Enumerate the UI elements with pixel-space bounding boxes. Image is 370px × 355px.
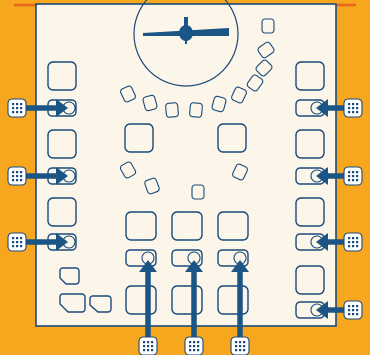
arrow-right <box>26 233 68 251</box>
grid-seat <box>125 211 157 241</box>
arrow-up <box>231 260 249 340</box>
arrow-up <box>139 260 157 340</box>
right-seat <box>295 265 325 295</box>
grid-seat-lower <box>125 285 157 315</box>
seat-ring <box>119 18 275 200</box>
grid-seat-lower <box>217 285 249 315</box>
left-seat <box>47 129 77 159</box>
ring-seat <box>211 95 227 113</box>
ring-seat <box>165 102 179 118</box>
ring-seat <box>191 184 205 200</box>
keypad-icon <box>230 336 250 355</box>
bottom-left-seats <box>59 267 112 313</box>
left-seat-column <box>47 61 77 251</box>
arrow-left <box>316 233 344 251</box>
keypad-icon <box>343 232 363 252</box>
keypad-icon <box>7 166 27 186</box>
arrow-right <box>26 167 68 185</box>
right-seat <box>295 129 325 159</box>
ring-seat <box>261 18 275 34</box>
arrow-left <box>316 99 344 117</box>
ring-seat <box>120 85 136 103</box>
left-seat <box>47 61 77 91</box>
bottom-seat-grid <box>125 211 249 315</box>
ring-seat <box>142 94 158 112</box>
keypad-icon <box>7 98 27 118</box>
arrow-left <box>316 167 344 185</box>
center-seat-right <box>217 123 247 153</box>
grid-seat-lower <box>171 285 203 315</box>
right-seat <box>295 197 325 227</box>
keypad-icon <box>343 166 363 186</box>
ring-seat <box>232 163 248 181</box>
right-seat <box>295 61 325 91</box>
ring-seat <box>246 74 264 92</box>
floor-panel <box>35 3 337 327</box>
arrow-left <box>316 301 344 319</box>
window-circle <box>133 0 239 87</box>
center-seat-left <box>124 123 154 153</box>
left-seat <box>47 197 77 227</box>
arrow-layer <box>7 98 363 355</box>
keypad-icon <box>343 300 363 320</box>
keypad-icon <box>184 336 204 355</box>
keypad-icon <box>7 232 27 252</box>
ring-seat <box>257 41 275 59</box>
keypad-icon <box>343 98 363 118</box>
grid-seat <box>217 211 249 241</box>
airplane-icon <box>143 17 229 44</box>
grid-seat <box>171 211 203 241</box>
ring-seat <box>255 59 273 77</box>
ring-seat <box>231 86 247 104</box>
arrow-right <box>26 99 68 117</box>
arrow-up <box>185 260 203 340</box>
ring-seat <box>189 102 203 118</box>
keypad-icon <box>138 336 158 355</box>
ring-seat <box>119 161 137 179</box>
ring-seat <box>144 177 160 195</box>
